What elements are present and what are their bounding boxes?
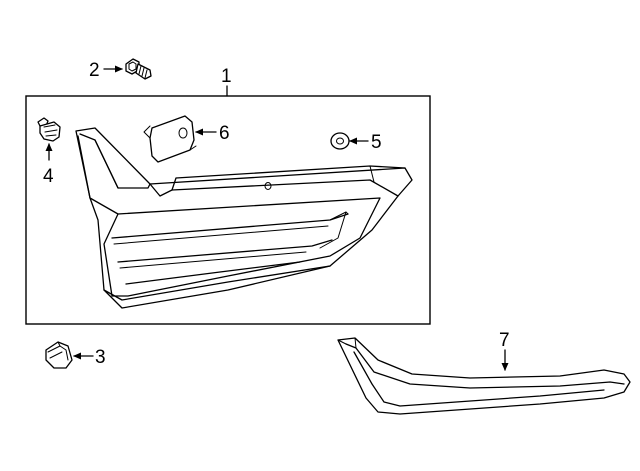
garnish-strip-part-7 [337,337,631,415]
lamp-housing-part-1 [75,127,413,309]
callout-7: 7 [499,330,510,371]
callout-4-label: 4 [43,166,54,187]
callout-4: 4 [43,143,54,187]
callout-2-label: 2 [89,60,100,81]
assembly-box [25,95,431,325]
callout-2: 2 [89,60,123,81]
grommet-part-3 [45,341,73,369]
callout-6-label: 6 [219,123,230,144]
callout-5-label: 5 [371,132,382,153]
bracket-part-6 [143,115,197,163]
callout-1-label: 1 [221,66,232,87]
callout-1: 1 [221,66,232,97]
callout-6: 6 [195,123,230,144]
callout-7-label: 7 [499,330,510,351]
callout-3: 3 [73,347,106,368]
bolt-part-2 [125,58,152,80]
callout-5: 5 [349,132,382,153]
callout-3-label: 3 [95,347,106,368]
washer-part-5 [330,132,350,150]
clip-part-4 [37,117,61,142]
